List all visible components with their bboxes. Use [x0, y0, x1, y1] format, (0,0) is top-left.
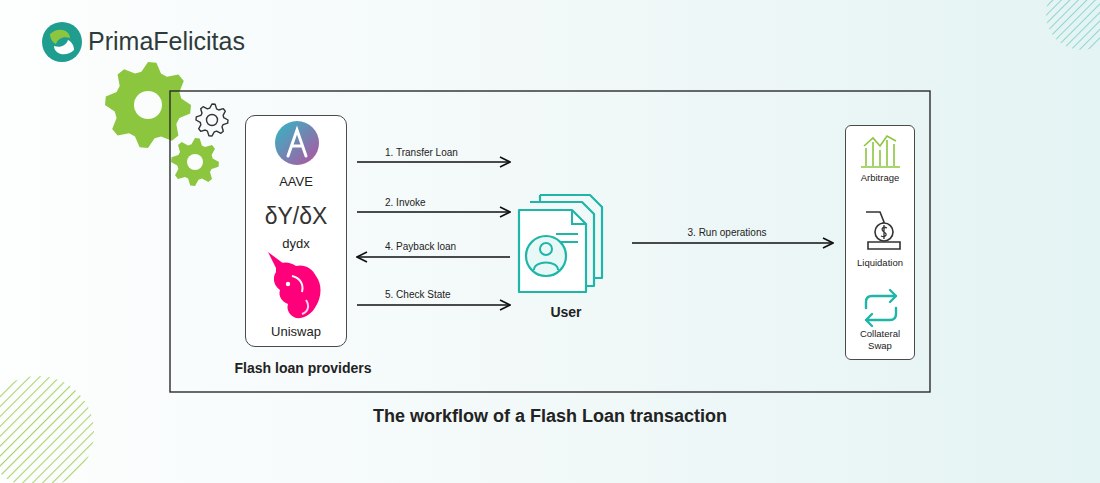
- provider-name: Uniswap: [271, 324, 321, 340]
- provider-name: dydx: [282, 236, 309, 252]
- provider-box: AAVEδY/δXdydxUniswapFlash loan providers: [245, 115, 347, 347]
- document-line: [556, 233, 578, 235]
- liquidation-icon: [866, 212, 900, 249]
- swap-arrow: [866, 290, 896, 308]
- person-circle: [526, 236, 566, 276]
- dollar-sign: [881, 225, 887, 239]
- person-head: [540, 243, 552, 255]
- unicorn-mane: [302, 300, 308, 314]
- caption: The workflow of a Flash Loan transaction: [373, 406, 727, 427]
- user-node: User: [510, 150, 622, 325]
- gear: [105, 62, 191, 148]
- flow-arrow: [632, 242, 833, 244]
- document-fold: [572, 210, 586, 224]
- unicorn-eye: [286, 282, 290, 286]
- aave-logo: [275, 121, 319, 165]
- flow-arrow: [357, 211, 510, 213]
- logo-circle: [42, 22, 82, 62]
- unicorn-head: [274, 263, 321, 319]
- bar: [872, 142, 874, 166]
- aave-glyph: [288, 130, 306, 156]
- tray: [868, 242, 900, 249]
- edge-label: 2. Invoke: [383, 197, 428, 209]
- flow-arrow: [357, 256, 510, 258]
- frame: [170, 91, 930, 392]
- unicorn-mane: [292, 276, 303, 292]
- logo-swirl: [54, 40, 74, 54]
- node-icons: [246, 116, 346, 346]
- person-body: [534, 263, 558, 271]
- gear: [196, 104, 228, 136]
- coin: [875, 223, 893, 241]
- bar: [865, 148, 867, 166]
- gear-hole: [134, 91, 162, 119]
- edge-label: 1. Transfer Loan: [383, 147, 460, 159]
- uniswap-logo: [268, 252, 321, 318]
- edge-label: 4. Payback loan: [383, 241, 458, 253]
- edge-label: 5. Check State: [383, 289, 453, 301]
- axis: [861, 166, 900, 168]
- trend-line: [864, 136, 896, 146]
- unicorn-horn: [268, 252, 284, 268]
- bar: [886, 140, 888, 166]
- swap-arrow: [866, 308, 896, 326]
- gear-hole: [187, 154, 203, 170]
- operation-label: Arbitrage: [861, 172, 900, 184]
- gear: [171, 138, 219, 186]
- bar: [893, 144, 895, 166]
- node-icons: [846, 126, 916, 361]
- logo-mark: [42, 22, 82, 62]
- flow-arrow: [357, 304, 510, 306]
- hatch-circle: [0, 376, 94, 483]
- gear-hole: [207, 115, 218, 126]
- arbitrage-icon: [861, 136, 900, 167]
- operation-label: Liquidation: [857, 257, 903, 269]
- provider-logo-text: δY/δX: [265, 202, 328, 231]
- edge-label: 3. Run operations: [686, 227, 769, 239]
- bar: [879, 150, 881, 166]
- logo-swirl: [50, 30, 70, 44]
- node-label: User: [550, 304, 581, 322]
- operations-box: ArbitrageLiquidationCollateral Swap: [845, 125, 915, 360]
- group-heading: Flash loan providers: [235, 360, 372, 378]
- hatch-circle: [1046, 0, 1100, 50]
- operation-label: Collateral Swap: [851, 328, 909, 352]
- provider-name: AAVE: [279, 174, 313, 190]
- swap-icon: [866, 290, 896, 326]
- flow-arrow: [357, 161, 510, 163]
- gears: [105, 62, 228, 186]
- node-icons: [510, 150, 622, 300]
- document-front: [519, 210, 586, 292]
- logo-text: PrimaFelicitas: [88, 27, 245, 56]
